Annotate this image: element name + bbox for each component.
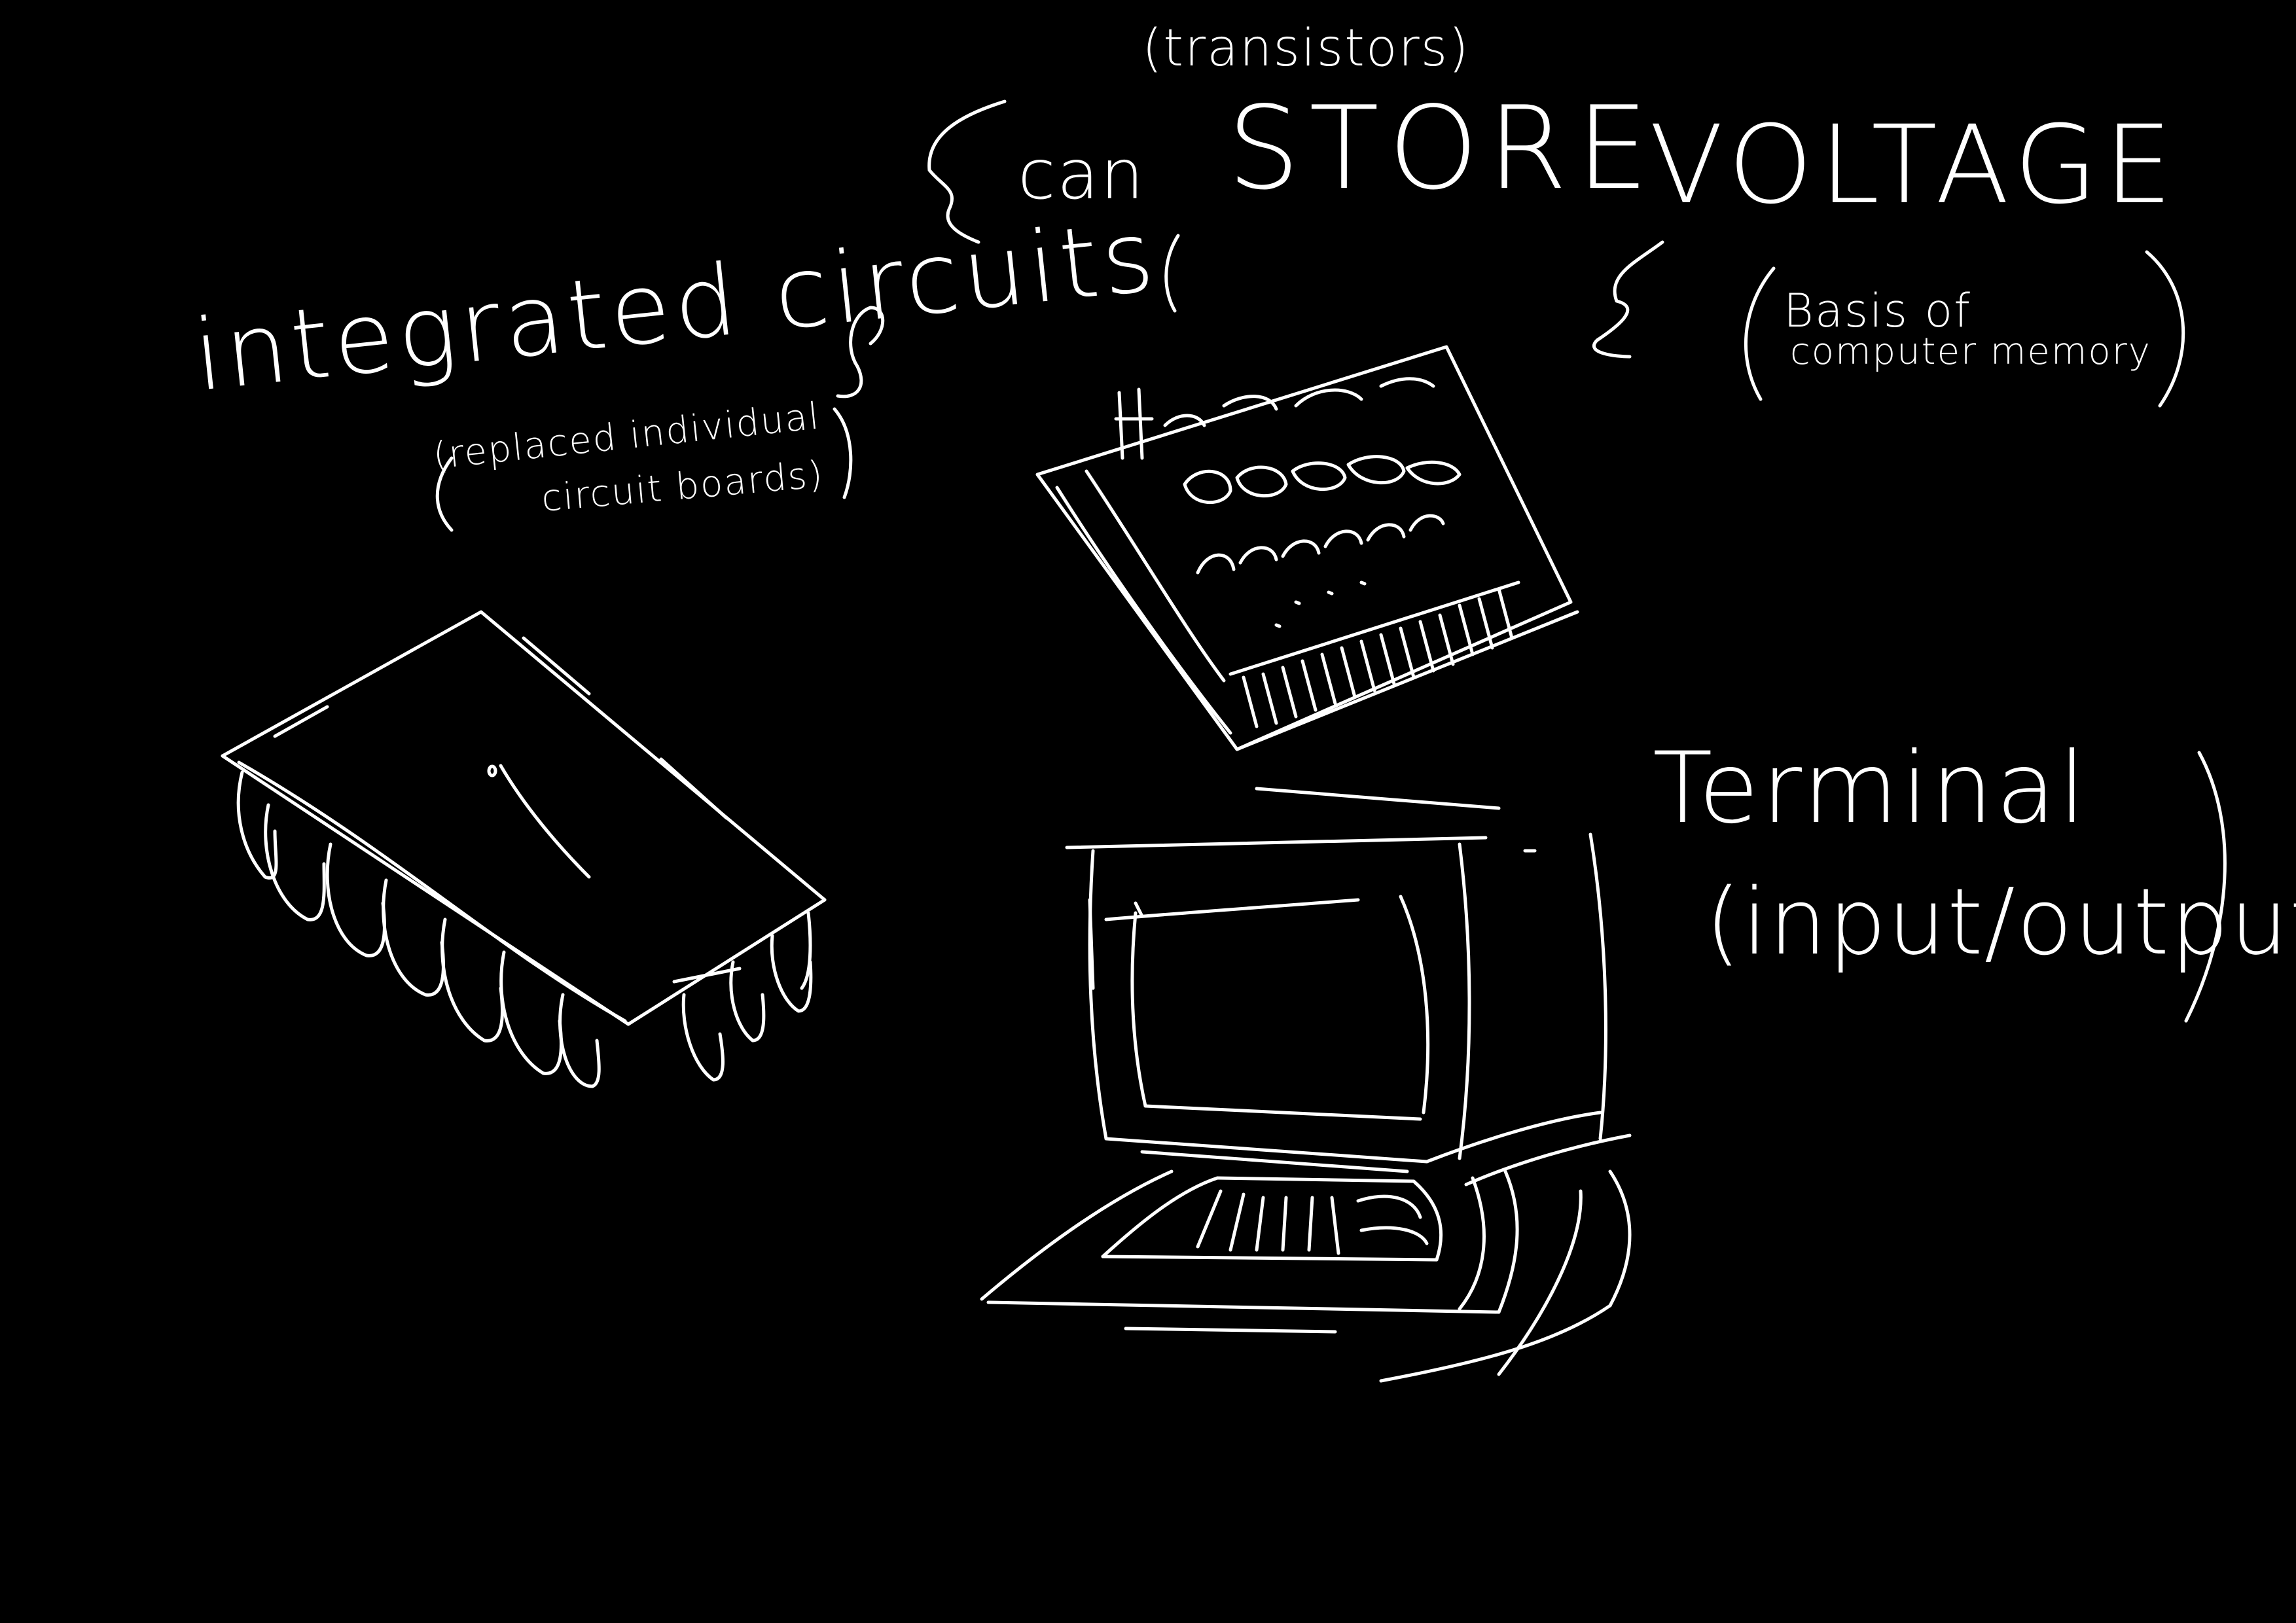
- memory-note-parens: [1744, 250, 2185, 408]
- open-paren-stroke: [1164, 234, 1180, 313]
- terminal-label: Terminal: [1653, 732, 2089, 846]
- terminal-note: (input/output): [1705, 869, 2296, 976]
- computer-terminal-icon: [980, 787, 1632, 1383]
- voltage-label: VOLTAGE: [1649, 102, 2179, 228]
- integrated-circuit-chip-icon: [221, 610, 827, 1088]
- right-squiggle: [1592, 240, 1664, 359]
- terminal-note-parens: [2184, 751, 2227, 1023]
- ic-note-parens: [435, 407, 853, 532]
- store-label: STORE: [1227, 82, 1658, 215]
- transistors-note: (transistors): [1142, 19, 1470, 78]
- memory-module-icon: [1035, 345, 1579, 751]
- can-label: can: [1018, 135, 1145, 215]
- left-brace-squiggle: [927, 99, 1007, 244]
- integrated-s-tail: [836, 306, 885, 399]
- memory-note-line1: Basis of: [1784, 284, 1971, 338]
- memory-note-line2: computer memory: [1790, 330, 2151, 373]
